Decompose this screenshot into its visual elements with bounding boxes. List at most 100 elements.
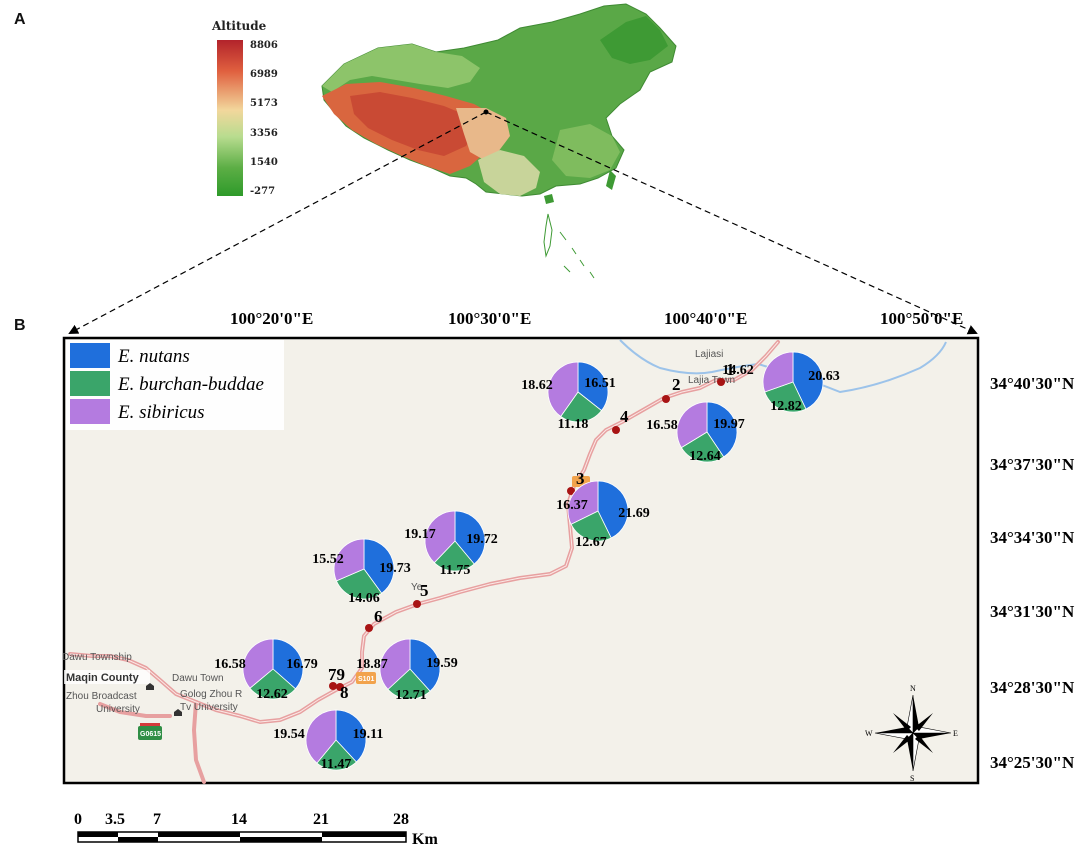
pie-value-label: 20.63 [808, 369, 840, 384]
latitude-label: 34°31'30"N [990, 602, 1075, 621]
pie-chart-site: 19.97 12.64 16.58 [646, 401, 745, 464]
pie-value-label: 11.47 [321, 757, 352, 772]
pie-slice [570, 510, 612, 542]
place-label-tv-university: Tv University [180, 702, 238, 713]
pie-value-label: 14.62 [722, 363, 754, 378]
pie-slice [597, 480, 629, 539]
pie-slice [409, 638, 441, 692]
pie-slice [567, 480, 599, 525]
latitude-label: 34°25'30"N [990, 753, 1075, 772]
legend-swatch-e-burchan-buddae [70, 371, 110, 396]
panel-label-b: B [14, 317, 26, 334]
site-number: 5 [420, 581, 429, 600]
place-label-ye: Ye [411, 582, 423, 593]
site-number: 2 [672, 375, 681, 394]
pie-value-label: 19.97 [713, 417, 745, 432]
site-marker [329, 682, 337, 690]
site-marker [336, 683, 344, 691]
pie-value-label: 19.59 [426, 656, 458, 671]
road-shield-g0615: G0615 [138, 723, 162, 740]
scale-unit-label: Km [412, 831, 438, 848]
place-label-lajia-town: Lajia Town [688, 375, 735, 386]
pie-slice [335, 709, 367, 763]
place-label-dawu-town: Dawu Town [172, 673, 224, 684]
pie-slice [272, 638, 304, 690]
pie-value-label: 16.37 [556, 498, 588, 513]
maqin-label-background [64, 670, 150, 684]
pie-chart-site: 21.69 12.67 16.37 [556, 480, 650, 550]
site-marker [612, 426, 620, 434]
china-elevation-map [321, 3, 677, 279]
site-number: 1 [726, 360, 735, 379]
altitude-tick: 5173 [250, 98, 278, 109]
pie-value-label: 19.54 [273, 727, 305, 742]
pie-slice [333, 538, 365, 582]
road-centerline [69, 341, 779, 723]
pie-value-label: 12.71 [395, 688, 427, 703]
pie-value-label: 18.62 [521, 378, 553, 393]
pie-slice [379, 638, 411, 690]
compass-south-label: S [910, 774, 914, 783]
pie-slice [424, 510, 456, 564]
pie-value-label: 16.58 [646, 418, 678, 433]
pie-value-label: 11.75 [440, 563, 471, 578]
compass-east-label: E [953, 729, 958, 738]
legend-label-e-nutans: E. nutans [117, 346, 190, 367]
pie-slice [762, 351, 794, 393]
latitude-label: 34°40'30"N [990, 374, 1075, 393]
site-marker [567, 487, 575, 495]
species-legend: E. nutans E. burchan-buddae E. sibiricus [66, 340, 284, 430]
pie-slice [560, 391, 603, 423]
altitude-tick: 3356 [250, 128, 278, 139]
pie-value-label: 12.64 [689, 449, 721, 464]
north-arrow-compass-icon: N S E W [865, 684, 958, 783]
road-shield-label: G0615 [140, 731, 161, 738]
pie-slice [316, 739, 357, 771]
pie-value-label: 16.51 [584, 376, 616, 391]
place-label-golog-zhou: Golog Zhou R [180, 689, 242, 700]
site-marker [365, 624, 373, 632]
longitude-label: 100°20'0"E [230, 309, 313, 328]
longitude-label: 100°30'0"E [448, 309, 531, 328]
altitude-tick: 6989 [250, 69, 278, 80]
site-number: 8 [340, 683, 349, 702]
pie-slice [676, 401, 708, 449]
pie-value-label: 18.87 [356, 657, 388, 672]
scale-tick-label: 3.5 [105, 811, 125, 828]
site-number: 3 [576, 469, 585, 488]
altitude-legend: Altitude 8806 6989 5173 3356 1540 -277 [211, 19, 278, 197]
compass-west-label: W [865, 729, 873, 738]
site-number: 6 [374, 607, 383, 626]
pie-value-label: 16.58 [214, 657, 246, 672]
site-marker [662, 395, 670, 403]
pie-slice [454, 510, 486, 565]
pie-value-label: 12.67 [575, 535, 607, 550]
latitude-label: 34°34'30"N [990, 528, 1075, 547]
place-label-maqin-county: Maqin County [66, 672, 140, 684]
road-shield-label: S101 [358, 676, 374, 683]
pie-value-label: 19.11 [353, 727, 384, 742]
altitude-tick: -277 [250, 186, 275, 197]
pie-value-label: 21.69 [618, 506, 650, 521]
pie-value-label: 16.79 [286, 657, 318, 672]
zoom-connector-left [68, 111, 487, 334]
pie-value-label: 19.72 [466, 532, 498, 547]
zoom-connector-right [485, 111, 978, 335]
sampling-site-markers [329, 378, 725, 691]
pie-slice [792, 351, 824, 410]
site-number: 79 [328, 665, 345, 684]
panel-label-a: A [14, 11, 26, 28]
altitude-tick: 8806 [250, 40, 278, 51]
altitude-color-ramp [217, 40, 243, 196]
place-label-university: University [96, 704, 140, 715]
river [619, 339, 947, 394]
pie-value-label: 19.17 [404, 527, 436, 542]
scale-bar: 0 3.5 7 14 21 28 Km [74, 811, 438, 848]
pie-slice [242, 638, 274, 689]
place-label-dawu-township: Dawu Township [62, 652, 132, 663]
pie-slice [305, 709, 337, 764]
